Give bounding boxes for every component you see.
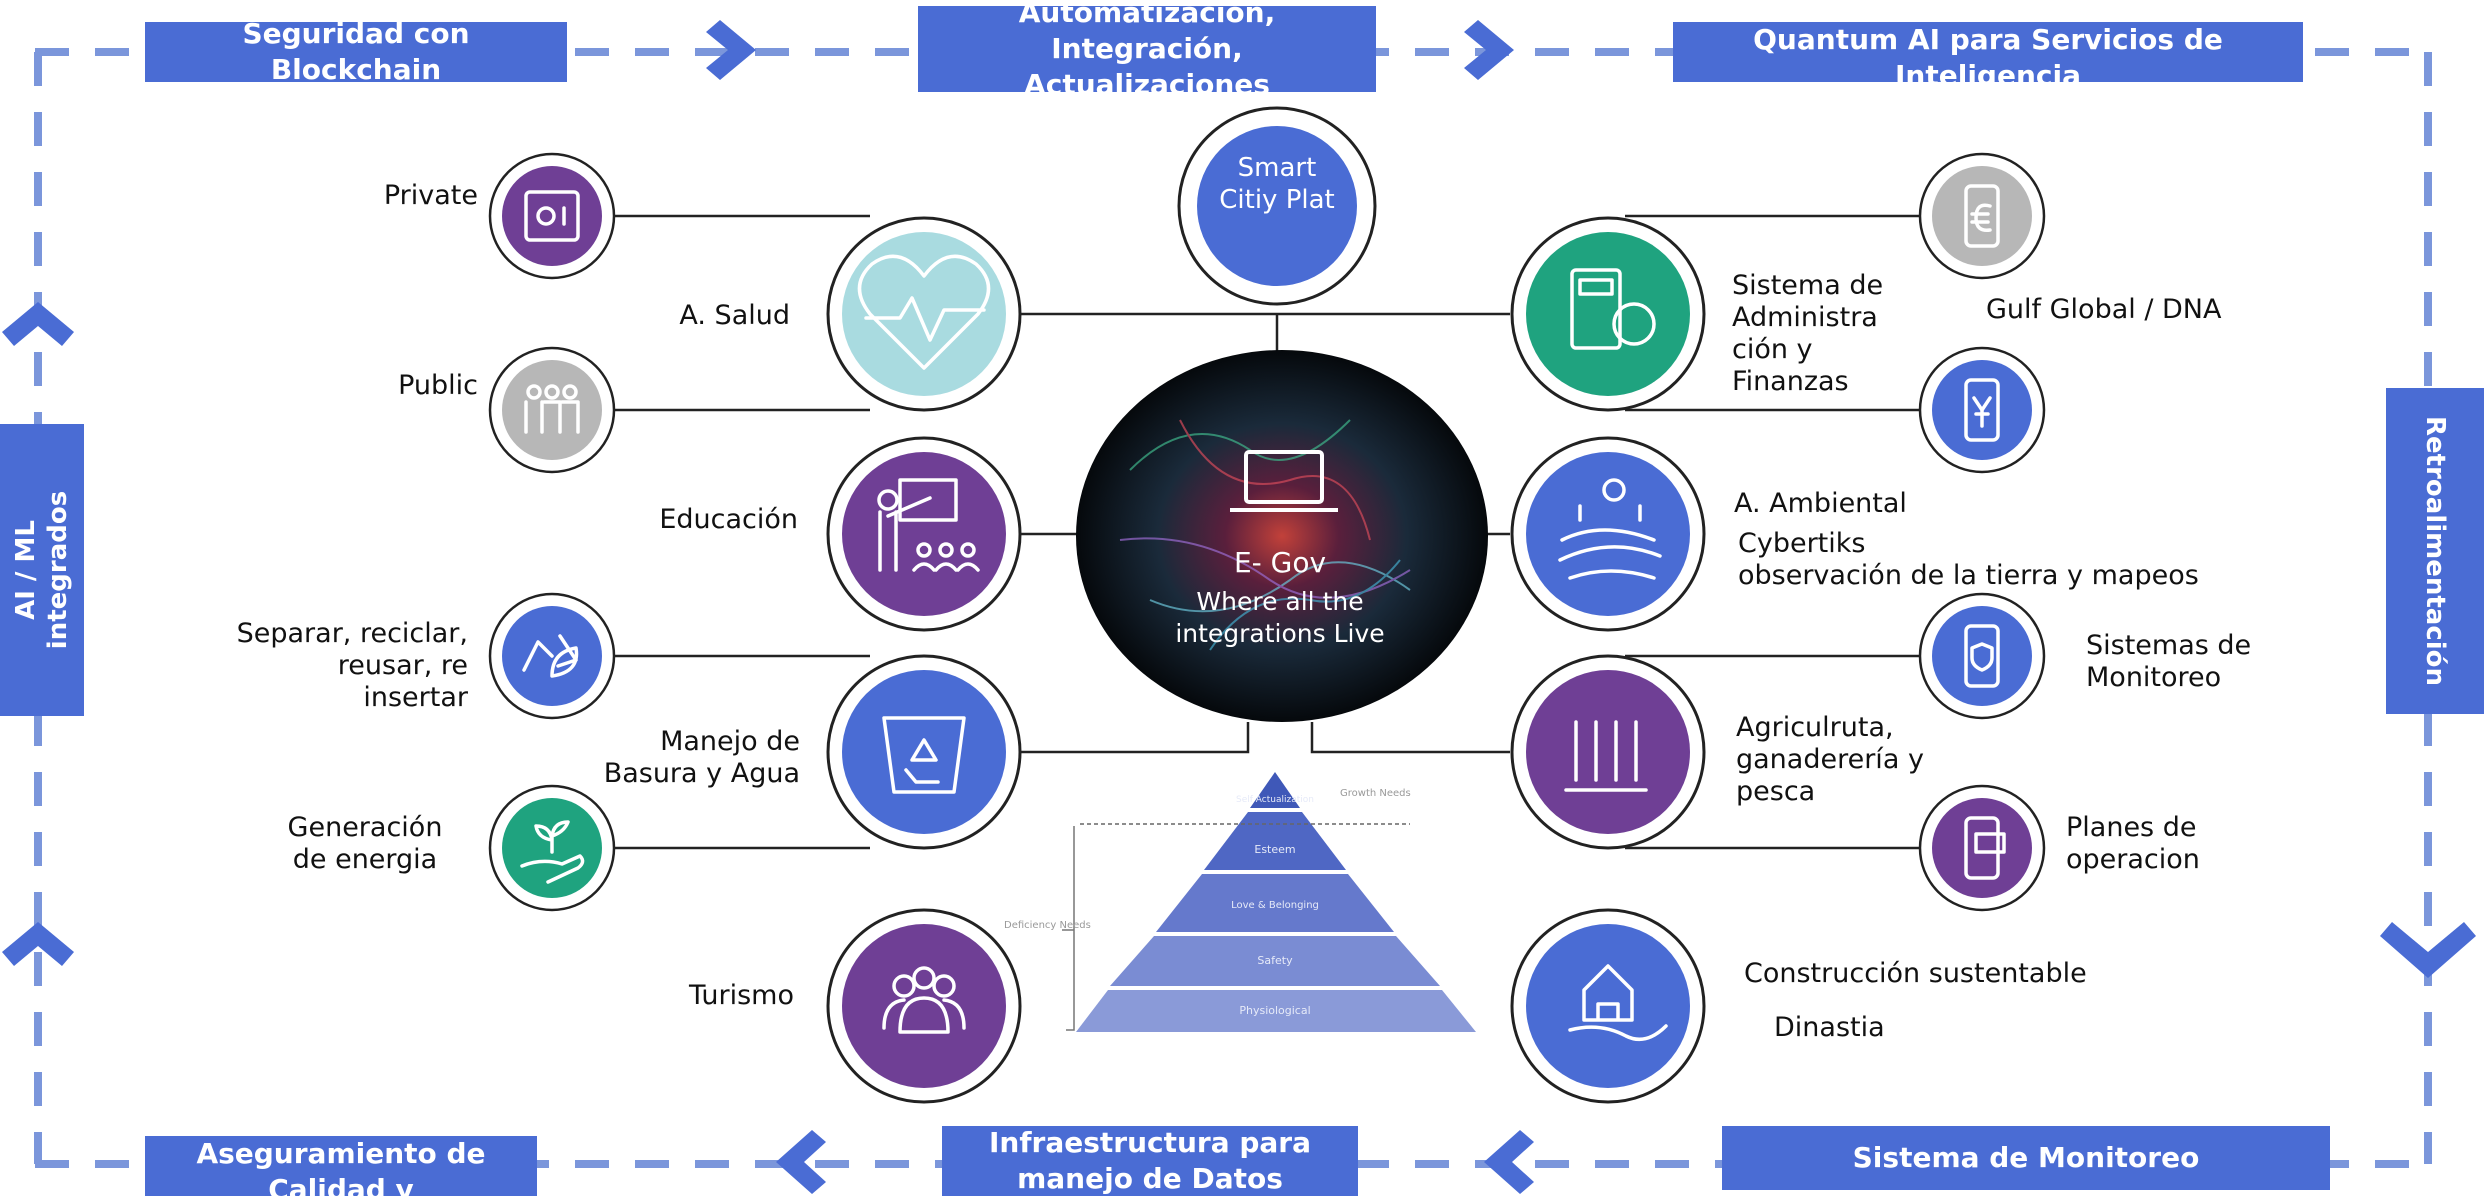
box-ai-ml: AI / ML integrados	[0, 424, 84, 716]
pyramid-level: Physiological	[1239, 1004, 1310, 1017]
box-blockchain: Seguridad con Blockchain	[145, 22, 567, 82]
lock-phone-icon	[1964, 624, 2000, 688]
label-private: Private	[384, 180, 478, 211]
label-agricultura: Agriculruta, ganaderería y pesca	[1736, 712, 1924, 807]
arrow-down-icon	[2380, 922, 2476, 978]
laptop-icon	[1230, 450, 1338, 512]
ai-ml-label: AI / ML integrados	[11, 490, 74, 650]
label-salud: A. Salud	[679, 300, 790, 331]
label-finanzas: Sistema de Administra ción y Finanzas	[1732, 270, 1884, 397]
people-group-icon	[882, 966, 966, 1034]
label-observacion: observación de la tierra y mapeos	[1738, 560, 2199, 591]
arrow-left-icon	[1484, 1130, 1534, 1194]
label-planes: Planes de operacion	[2066, 812, 2200, 875]
label-cybertiks: Cybertiks	[1738, 528, 1865, 559]
box-quantum: Quantum AI para Servicios de Inteligenci…	[1673, 22, 2303, 82]
arrow-up-icon	[2, 302, 74, 346]
recycle-leaf-icon	[522, 634, 579, 678]
people-icon	[524, 384, 580, 434]
label-ambiental: A. Ambiental	[1734, 488, 1907, 519]
label-public: Public	[398, 370, 478, 401]
box-automatizacion: Automatización, Integración, Actualizaci…	[918, 6, 1376, 92]
label-basura: Manejo de Basura y Agua	[603, 726, 800, 789]
euro-phone-icon	[1964, 184, 2000, 248]
left-big-nodes	[826, 216, 1022, 1104]
arrow-right-icon	[1464, 20, 1514, 80]
maslow-pyramid	[1062, 772, 1476, 1032]
box-calidad: Aseguramiento de Calidad y Cumplimiento	[145, 1136, 537, 1196]
pyramid-level: Safety	[1257, 954, 1293, 967]
box-monitoreo: Sistema de Monitoreo	[1722, 1126, 2330, 1190]
connector-lines	[614, 214, 1920, 850]
box-infraestructura: Infraestructura para manejo de Datos	[942, 1126, 1358, 1196]
wheat-icon	[1564, 720, 1648, 792]
arrow-up-icon	[2, 922, 74, 966]
hub-subtitle: Where all the integrations Live	[1175, 587, 1385, 648]
label-reciclar: Separar, reciclar, reusar, re insertar	[236, 618, 468, 713]
arrow-left-icon	[776, 1130, 826, 1194]
pyramid-level: Self Actualization	[1236, 795, 1314, 805]
label-gulf: Gulf Global / DNA	[1986, 294, 2222, 325]
smart-city-node	[1177, 106, 1377, 306]
pyramid-level: Esteem	[1254, 843, 1295, 856]
retro-label: Retroalimentación	[2420, 415, 2451, 687]
card-phone-icon	[1964, 816, 2006, 880]
center-hub	[1076, 350, 1488, 722]
smart-city-label: Smart Citiy Plat	[1219, 153, 1335, 215]
label-construccion: Construcción sustentable	[1744, 958, 2087, 989]
safe-icon	[524, 190, 580, 242]
house-hand-icon	[1568, 964, 1668, 1042]
label-energia: Generación de energia	[287, 812, 443, 875]
frame-arrows	[2, 20, 2476, 1194]
box-retroalimentacion: Retroalimentación	[2386, 388, 2484, 714]
label-monitoreo: Sistemas de Monitoreo	[2086, 630, 2252, 693]
growth-needs-label: Growth Needs	[1340, 788, 1411, 799]
hand-plant-icon	[520, 820, 585, 884]
arrow-right-icon	[706, 20, 756, 80]
label-turismo: Turismo	[688, 980, 794, 1011]
teacher-class-icon	[877, 478, 980, 572]
hub-title: E- Gov	[1234, 546, 1326, 579]
label-dinastia: Dinastia	[1774, 1012, 1885, 1043]
heart-pulse-icon	[857, 254, 991, 370]
label-educacion: Educación	[659, 504, 798, 535]
recycle-bin-icon	[882, 716, 966, 794]
pyramid-level: Love & Belonging	[1231, 900, 1319, 911]
deficiency-needs-label: Deficiency Needs	[1004, 920, 1091, 931]
calculator-coin-icon	[1570, 268, 1656, 350]
yen-phone-icon	[1964, 378, 2000, 442]
landscape-icon	[1558, 478, 1662, 580]
